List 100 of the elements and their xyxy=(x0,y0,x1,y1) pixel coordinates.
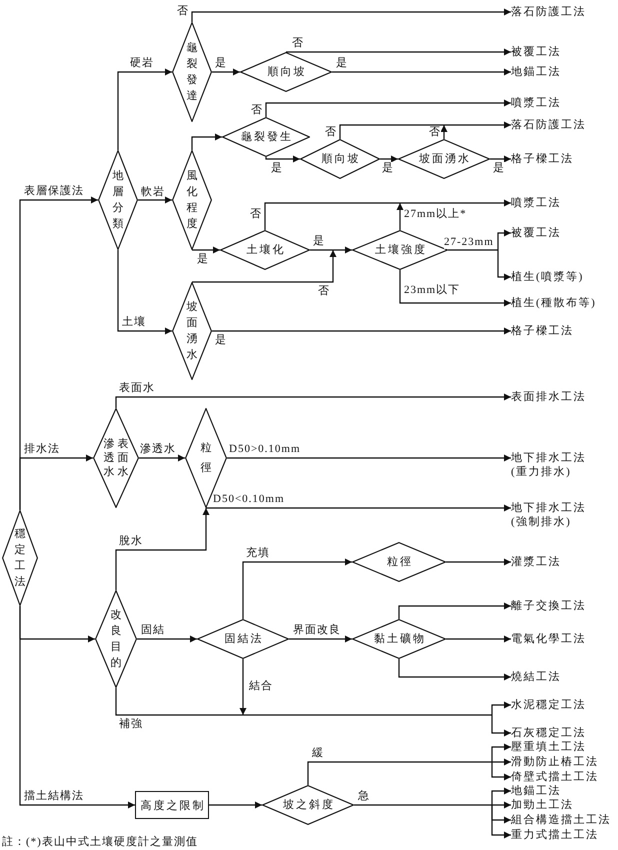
edge-label: 否 xyxy=(318,285,330,298)
arrow xyxy=(492,802,511,808)
edge-label: 硬岩 xyxy=(130,57,154,70)
decision-diamond: 穩定工法 xyxy=(2,510,38,606)
arrow xyxy=(138,196,172,204)
arrow xyxy=(289,636,352,642)
connector-line xyxy=(339,124,444,139)
outcome-label: 噴漿工法 xyxy=(511,196,561,210)
arrow xyxy=(227,454,511,462)
arrow xyxy=(398,659,511,680)
arrow xyxy=(212,68,240,76)
arrow xyxy=(497,230,511,250)
outcome-label: 水泥穩定工法 xyxy=(511,698,586,712)
edge-label: 軟岩 xyxy=(141,186,165,199)
outcome-label: 格子樑工法 xyxy=(511,152,574,166)
arrow xyxy=(396,203,404,230)
decision-diamond: 固結法 xyxy=(197,619,289,659)
edge-label: 是 xyxy=(271,162,283,175)
edge-label: 補強 xyxy=(119,718,143,731)
edge-label: 是 xyxy=(336,57,348,70)
arrow xyxy=(491,788,511,805)
decision-diamond: 龜裂發生 xyxy=(222,117,310,157)
outcome-label: 離子交換工法 xyxy=(511,599,586,613)
edge-label: 表層保護法 xyxy=(24,185,84,198)
outcome-label: 地下排水工法(重力排水) xyxy=(511,451,589,479)
outcome-label: 石灰穩定工法 xyxy=(511,726,586,740)
arrow xyxy=(400,200,511,206)
arrow xyxy=(491,702,511,715)
decision-diamond: 風化程度 xyxy=(172,150,212,250)
arrow xyxy=(139,454,185,462)
arrow xyxy=(115,394,511,408)
connector-line xyxy=(115,688,243,716)
arrow xyxy=(212,328,511,334)
arrow xyxy=(117,250,172,334)
arrow xyxy=(492,758,511,766)
decision-diamond: 滲透水 表面水 xyxy=(93,408,139,508)
outcome-label: 格子樑工法 xyxy=(511,324,574,338)
decision-diamond: 坡面湧水 xyxy=(398,139,490,179)
arrow xyxy=(286,48,511,56)
outcome-label: 倚壁式擋土工法 xyxy=(511,770,598,784)
arrow xyxy=(444,122,511,128)
arrow xyxy=(398,602,511,619)
arrow xyxy=(242,558,352,619)
outcome-label: 組合構造擋土工法 xyxy=(511,813,611,827)
edge-label: 否 xyxy=(429,126,441,139)
outcome-label: 壓重填土工法 xyxy=(511,740,586,754)
outcome-label: 燒結工法 xyxy=(511,670,561,684)
arrow xyxy=(137,636,197,642)
edge-label: 否 xyxy=(292,37,304,50)
edge-label: 滲透水 xyxy=(140,443,176,456)
footnote: 註：(*)表山中式土壤硬度計之量測值 xyxy=(2,836,198,849)
arrow xyxy=(206,504,511,512)
outcome-label: 被覆工法 xyxy=(511,226,561,240)
decision-diamond: 土壤化 xyxy=(220,230,310,270)
arrow xyxy=(332,68,511,76)
edge-label: 結合 xyxy=(249,680,273,693)
decision-diamond: 改良目的 xyxy=(95,590,137,688)
outcome-label: 重力式擋土工法 xyxy=(511,828,598,842)
edge-label: 土壤 xyxy=(122,316,146,329)
edge-label: 表面水 xyxy=(119,382,155,395)
arrow xyxy=(491,805,511,838)
arrow xyxy=(440,125,448,139)
decision-diamond: 坡面湧水 xyxy=(172,282,212,380)
edge-label: 27-23mm xyxy=(444,236,494,249)
arrow xyxy=(117,68,172,150)
edge-label: 23mm以下 xyxy=(404,284,460,297)
arrow xyxy=(265,156,300,162)
edge-label: 否 xyxy=(177,5,189,18)
outcome-label: 地錨工法 xyxy=(511,65,561,79)
arrow xyxy=(191,8,511,22)
edge-label: 界面改良 xyxy=(293,624,341,637)
edge-label: 是 xyxy=(382,162,394,175)
arrow xyxy=(19,454,93,510)
outcome-label: 加勁土工法 xyxy=(511,798,574,812)
outcome-label: 灌漿工法 xyxy=(511,555,561,569)
arrow xyxy=(380,156,398,162)
connector-line xyxy=(264,202,400,230)
arrow xyxy=(446,636,511,642)
outcome-label: 噴漿工法 xyxy=(511,96,561,110)
edge-label: 擋土結構法 xyxy=(24,790,84,803)
arrow xyxy=(19,606,135,808)
arrow xyxy=(191,134,222,150)
edge-label: 緩 xyxy=(312,747,324,760)
edge-label: 否 xyxy=(250,208,262,221)
decision-diamond: 地層分類 xyxy=(98,150,138,250)
arrow xyxy=(446,558,511,566)
edge-label: 否 xyxy=(325,126,337,139)
edge-label: 急 xyxy=(358,790,370,803)
outcome-label: 地下排水工法(強制排水) xyxy=(511,501,589,529)
process-box: 高度之限制 xyxy=(135,791,209,819)
arrow xyxy=(491,744,511,762)
outcome-label: 表面排水工法 xyxy=(511,390,586,404)
arrow xyxy=(491,762,511,780)
connector-line xyxy=(307,761,492,785)
decision-diamond: 坡之斜度 xyxy=(262,785,354,825)
edge-label: 充填 xyxy=(246,547,270,560)
connector-line xyxy=(354,804,492,806)
arrow xyxy=(192,250,336,283)
outcome-label: 植生(種散布等) xyxy=(511,296,596,310)
decision-diamond: 順向坡 xyxy=(240,52,332,92)
